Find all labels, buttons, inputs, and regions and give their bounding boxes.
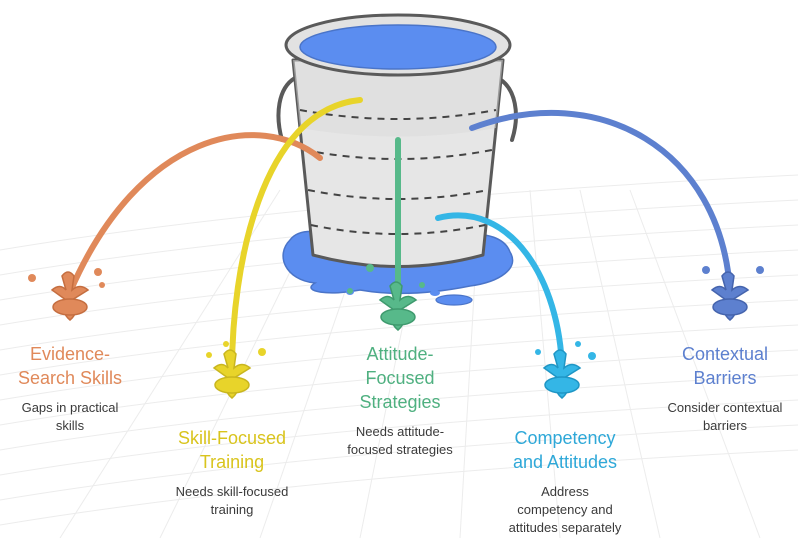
attitude-desc-line2: focused strategies xyxy=(347,442,453,457)
stream-evidence-search xyxy=(67,132,323,295)
splash-icon xyxy=(206,341,266,399)
contextual-desc-line2: barriers xyxy=(702,418,748,433)
attitude-title-line3: Strategies xyxy=(359,392,441,412)
contextual-title-line2: Barriers xyxy=(693,368,757,388)
skill-focused-training-label: Skill-Focused Training Needs skill-focus… xyxy=(157,426,307,519)
contextual-desc-line1: Consider contextual xyxy=(667,400,783,415)
attitude-focused-strategies-label: Attitude- Focused Strategies Needs attit… xyxy=(325,342,475,459)
evidence-title-line2: Search Skills xyxy=(17,368,123,388)
competency-title-line1: Competency xyxy=(514,428,616,448)
evidence-desc-line1: Gaps in practical xyxy=(21,400,119,415)
splash-icon xyxy=(28,268,105,321)
attitude-title-line1: Attitude- xyxy=(366,344,434,364)
leak-streams xyxy=(67,97,733,373)
competency-desc-line1: Address xyxy=(541,484,589,499)
competency-attitudes-label: Competency and Attitudes Address compete… xyxy=(490,426,640,537)
stream-competency xyxy=(435,212,565,373)
stream-skill-focused xyxy=(229,97,363,373)
contextual-title-line1: Contextual xyxy=(681,344,769,364)
competency-title-line2: and Attitudes xyxy=(512,452,618,472)
contextual-barriers-label: Contextual Barriers Consider contextual … xyxy=(655,342,795,435)
skill-desc-line1: Needs skill-focused xyxy=(175,484,289,499)
competency-desc-line3: attitudes separately xyxy=(508,520,622,535)
skill-title-line2: Training xyxy=(199,452,265,472)
evidence-title-line1: Evidence- xyxy=(29,344,111,364)
attitude-desc-line1: Needs attitude- xyxy=(355,424,445,439)
stream-contextual xyxy=(469,110,733,293)
bucket-handle xyxy=(276,76,518,142)
skill-title-line1: Skill-Focused xyxy=(177,428,287,448)
evidence-search-skills-label: Evidence- Search Skills Gaps in practica… xyxy=(0,342,140,435)
splash-icon xyxy=(347,264,425,331)
splash-icon xyxy=(702,266,764,321)
competency-desc-line2: competency and xyxy=(517,502,613,517)
splash-icon xyxy=(535,341,596,399)
evidence-desc-line2: skills xyxy=(55,418,85,433)
attitude-title-line2: Focused xyxy=(365,368,435,388)
skill-desc-line2: training xyxy=(210,502,254,517)
